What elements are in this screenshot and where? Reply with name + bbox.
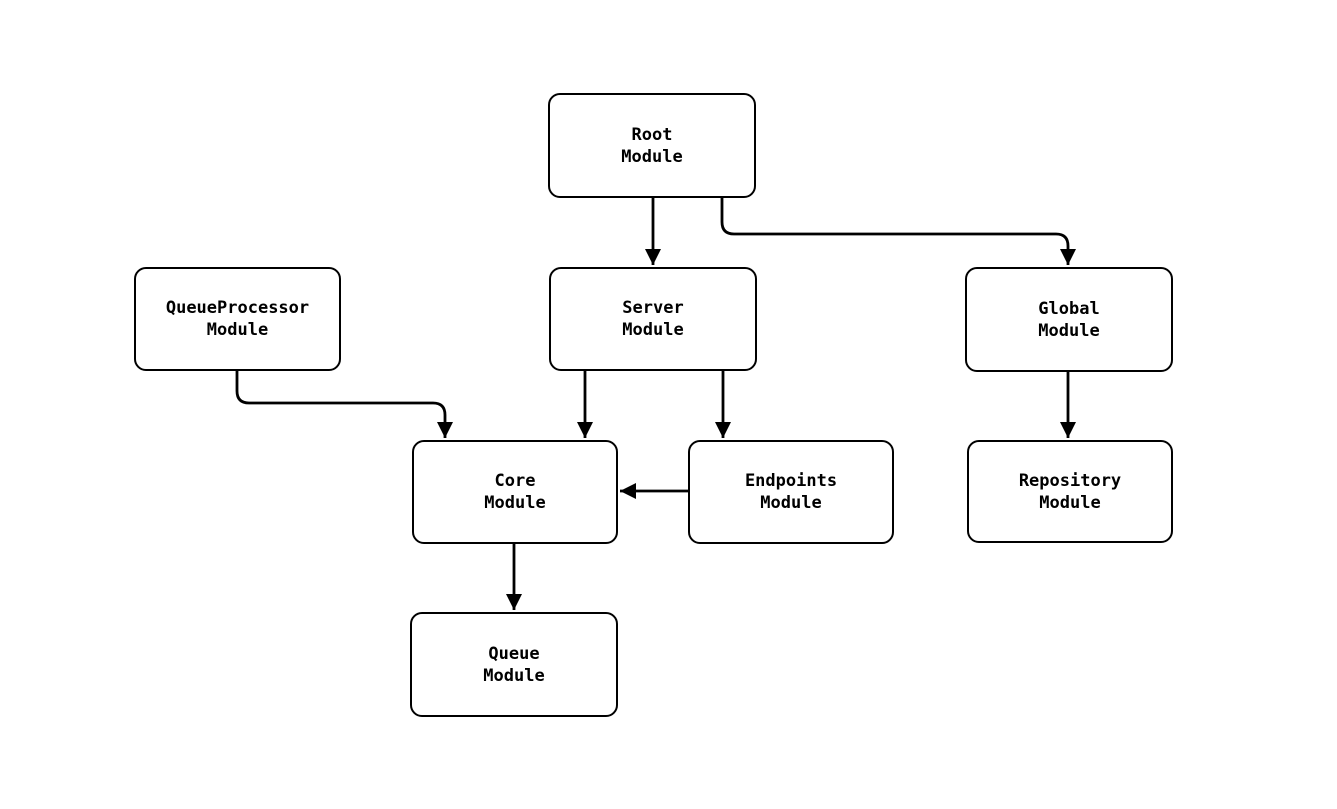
node-global-module: Global Module [965, 267, 1173, 372]
node-core-module: Core Module [412, 440, 618, 544]
node-queue-module-label: Queue Module [483, 643, 545, 686]
node-repository-module: Repository Module [967, 440, 1173, 543]
node-global-module-label: Global Module [1038, 298, 1100, 341]
node-repository-module-label: Repository Module [1018, 470, 1122, 513]
node-root-module: Root Module [548, 93, 756, 198]
node-server-module-label: Server Module [622, 298, 684, 340]
node-core-module-label: Core Module [484, 471, 546, 513]
node-endpoints-module-label: Endpoints Module [744, 471, 838, 513]
node-queueprocessor-module-label: QueueProcessor Module [165, 298, 310, 340]
edge-queueprocessor-to-core [235, 370, 453, 438]
node-endpoints-module: Endpoints Module [688, 440, 894, 544]
node-queueprocessor-module: QueueProcessor Module [134, 267, 341, 371]
node-root-module-label: Root Module [621, 124, 683, 167]
node-queue-module: Queue Module [410, 612, 618, 717]
edge-root-to-global [720, 197, 1076, 265]
node-server-module: Server Module [549, 267, 757, 371]
